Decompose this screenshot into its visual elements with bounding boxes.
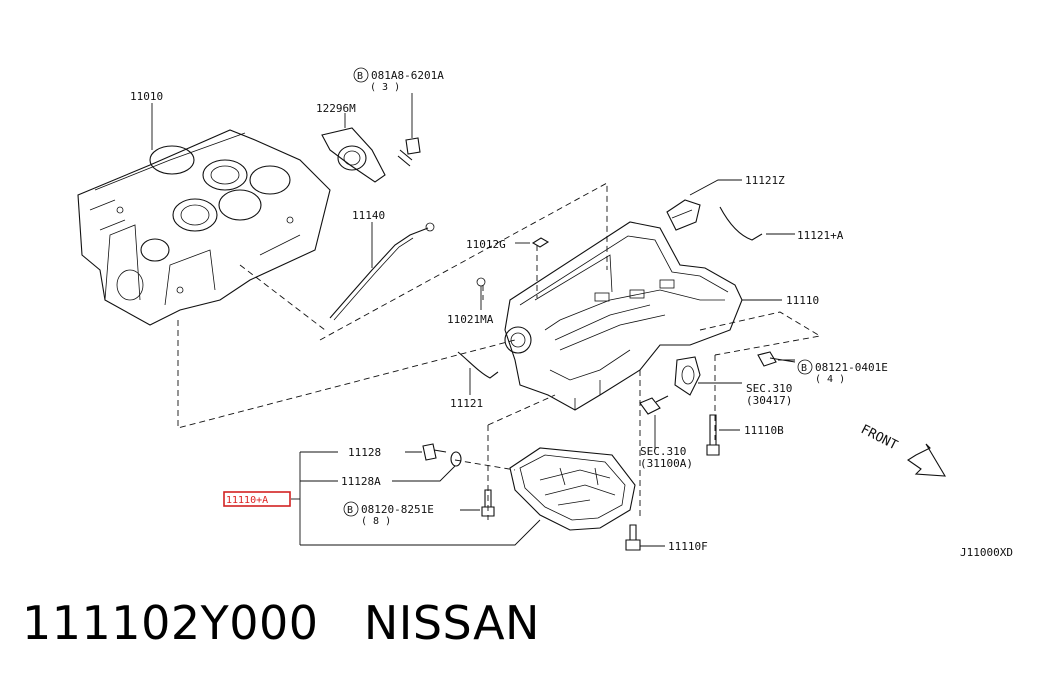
highlight-box [223,491,291,507]
bolt-11110b-drawing [706,414,740,456]
dashed-alignment-lines [177,182,822,520]
bolt-11110f-drawing [625,524,665,551]
part-number-caption: 111102Y000 NISSAN [22,596,540,650]
bolt-08120-drawing [460,489,495,517]
lower-oil-pan-drawing [300,447,636,546]
exploded-parts-diagram: 11010 B 081A8-6201A ( 3 ) 12296M 11140 1… [77,67,1013,559]
bolt-b-mark-2: B [801,363,807,374]
label-sec310-a-ref: (30417) [746,394,792,407]
callout-bracket-11110a [291,451,338,545]
label-08121-qty: ( 4 ) [815,374,845,385]
label-11110b: 11110B [744,424,784,437]
bolt-b-mark-1: B [357,71,363,82]
label-081a8-qty: ( 3 ) [370,82,400,93]
oil-strainer-drawing [666,179,742,231]
bolt-b-mark-3: B [347,505,353,516]
front-arrow-drawing [906,443,947,477]
label-sec310-b-ref: (31100A) [640,457,693,470]
label-11140: 11140 [352,209,385,222]
label-11128: 11128 [348,446,381,459]
label-08120-qty: ( 8 ) [361,516,391,527]
part-11021ma-drawing [476,277,486,310]
rear-seal-drawing [321,113,386,183]
label-081a8-code: 081A8-6201A [371,69,444,82]
label-08120-code: 08120-8251E [361,503,434,516]
drain-plug-drawing [405,443,447,461]
engine-block-drawing [77,103,331,326]
label-11121: 11121 [450,397,483,410]
label-sec310-b: SEC.310 [640,445,686,458]
bolt-08121-drawing [757,351,796,367]
bracket-11121-drawing [457,351,499,395]
label-11021ma: 11021MA [447,313,494,326]
label-11012g: 11012G [466,238,506,251]
bolt-081a8-drawing [397,93,421,167]
bolt-sec310b-drawing [639,395,669,450]
label-11110a-highlighted: 11110+A [226,495,268,506]
label-11128a: 11128A [341,475,381,488]
drain-washer-drawing [392,451,462,482]
label-sec310-a: SEC.310 [746,382,792,395]
label-11110: 11110 [786,294,819,307]
plug-11012g-drawing [515,237,550,248]
label-12296m: 12296M [316,102,356,115]
label-front: FRONT [858,422,900,453]
dipstick-drawing [329,222,435,321]
label-11121a: 11121+A [797,229,844,242]
diagram-code: J11000XD [960,546,1013,559]
label-11010: 11010 [130,90,163,103]
label-11121z: 11121Z [745,174,785,187]
label-11110f: 11110F [668,540,708,553]
gasket-sec310-drawing [674,356,742,396]
upper-oil-pan-drawing [504,221,782,411]
label-08121-code: 08121-0401E [815,361,888,374]
oil-pipe-drawing [719,206,795,241]
